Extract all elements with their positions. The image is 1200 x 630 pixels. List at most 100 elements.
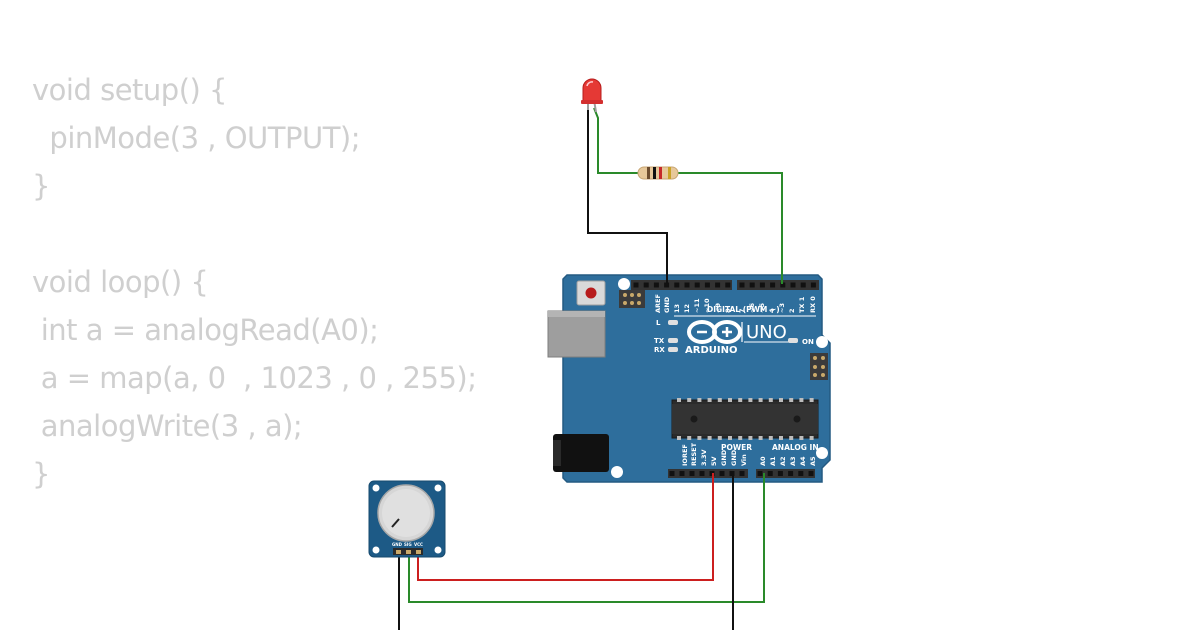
top-pin-label: 4 [768,308,776,313]
header-pin-hole [694,282,700,288]
header-pin-hole [757,471,763,476]
bottom-pin-label: 3.3V [700,449,708,466]
digital-pwm-label: DIGITAL (PWM ~) [707,305,780,314]
on-led [788,338,798,343]
top-pin-label: ~5 [758,303,766,313]
pot-pin-label-sig: SIG [404,542,412,547]
header-pin-hole [633,282,639,288]
l-led-label: L [656,319,661,327]
on-led-label: ON [802,338,814,346]
icsp-header [619,290,645,308]
top-pin-label: 2 [788,308,796,313]
code-line: pinMode(3 , OUTPUT); [32,121,360,155]
bottom-pin-label: RESET [690,442,698,466]
usb-port [547,310,606,358]
mounting-hole [816,447,828,459]
bottom-pin-label: 5V [710,456,718,466]
code-line: analogWrite(3 , a); [32,409,303,443]
wire-led-resistor[interactable] [593,107,638,174]
header-pin-hole [749,282,755,288]
digital-header-right [737,280,819,290]
header-pin-hole [788,471,794,476]
bottom-pin-label: A2 [779,456,787,466]
header-pin-hole [780,282,786,288]
atmega-chip [671,398,819,440]
top-pin-label: 13 [673,304,681,313]
wire-a0-pot-sig[interactable] [408,473,765,603]
header-pin-hole [739,471,745,476]
code-line: void setup() { [32,73,227,107]
header-pin-hole [674,282,680,288]
bottom-pin-label: A1 [769,456,777,466]
top-pin-label: ~10 [703,298,711,313]
uno-model-label: UNO [746,322,787,343]
top-pin-label: 8 [724,308,732,313]
header-pin-hole [679,471,685,476]
bottom-pin-label: IOREF [681,444,689,466]
mounting-hole [611,466,623,478]
tx-led [668,338,678,343]
top-pin-label: 7 [738,308,746,313]
code-line: int a = analogRead(A0); [32,313,379,347]
bottom-pin-label: GND [720,449,728,466]
l-led [668,320,678,325]
top-pin-label: ~6 [748,303,756,313]
top-pin-label: AREF [654,294,662,313]
top-pin-label: 12 [683,304,691,313]
mounting-hole [618,278,630,290]
arduino-brand-label: ARDUINO [685,345,737,356]
dc-power-jack [553,434,609,472]
icsp2-header [810,353,828,380]
code-line: } [32,169,50,203]
code-line: a = map(a, 0 , 1023 , 0 , 255); [32,361,477,395]
header-pin-hole [739,282,745,288]
reset-button-cap [585,287,597,299]
bottom-pin-label: GND [730,449,738,466]
header-pin-hole [800,282,806,288]
header-pin-hole [719,471,725,476]
potentiometer-module[interactable]: GND SIG VCC [368,480,446,558]
header-pin-hole [808,471,814,476]
header-pin-hole [759,282,765,288]
digital-header-left [631,280,732,290]
header-pin-hole [810,282,816,288]
wire-led-gnd[interactable] [587,103,668,284]
header-pin-hole [770,282,776,288]
rx-led-label: RX [654,346,665,354]
wire-5v-pot-vcc[interactable] [417,473,714,581]
header-pin-hole [664,282,670,288]
bottom-pin-label: A0 [759,456,767,466]
header-pin-hole [715,282,721,288]
header-pin-hole [704,282,710,288]
wires [398,103,783,630]
header-pin-hole [684,282,690,288]
red-led[interactable] [581,78,603,113]
top-pin-label: ~9 [714,303,722,313]
top-pin-label: TX 1 [798,296,806,313]
header-pin-hole [725,282,731,288]
header-pin-hole [790,282,796,288]
arduino-infinity-logo [687,320,742,344]
header-pin-hole [689,471,695,476]
resistor[interactable] [637,166,679,180]
analog-in-label: ANALOG IN [772,443,819,452]
wire-resistor-pin3[interactable] [678,172,783,284]
bottom-pin-label: A3 [789,456,797,466]
header-pin-hole [798,471,804,476]
analog-header [756,469,815,478]
top-pin-label: GND [663,296,671,313]
power-label: POWER [721,443,752,452]
pot-pin-label-gnd: GND [392,542,403,547]
code-line: void loop() { [32,265,209,299]
header-pin-hole [653,282,659,288]
bottom-pin-label: A4 [799,456,807,466]
header-pin-hole [699,471,705,476]
pot-pin-label-vcc: VCC [414,542,423,547]
power-header [668,469,748,478]
rx-led [668,347,678,352]
header-pin-hole [643,282,649,288]
code-line: } [32,457,50,491]
header-pin-hole [777,471,783,476]
